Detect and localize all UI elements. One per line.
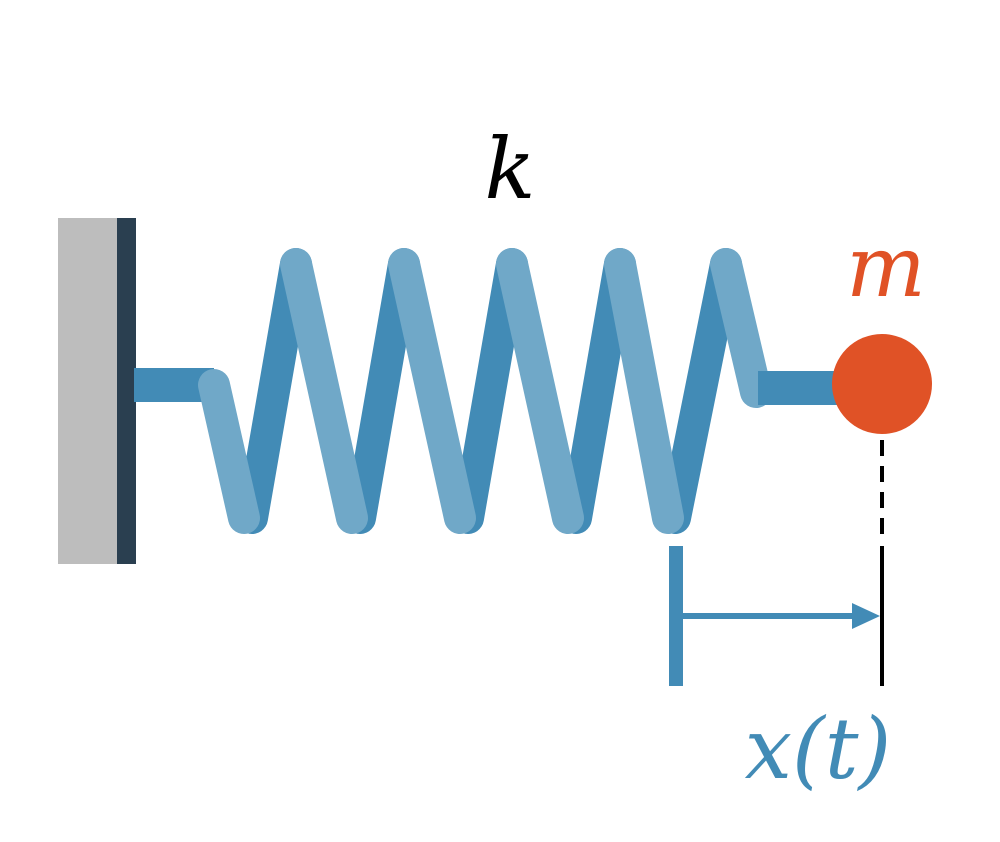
spring-back-coil-5: [659, 248, 742, 534]
displacement-label: x(t): [745, 700, 892, 798]
spring-front-coil-4: [496, 248, 584, 534]
spring-front-coil-3: [388, 248, 476, 534]
mass-ball: [832, 334, 932, 434]
spring-back-coil-1: [236, 248, 312, 534]
spring-back-coil-3: [452, 248, 528, 534]
displacement-arrow-head: [852, 603, 880, 629]
wall-edge: [117, 218, 136, 564]
mass-label: m: [846, 218, 926, 316]
spring-front-coil-1: [198, 369, 260, 534]
spring-constant-label: k: [485, 120, 536, 218]
spring-back-coils: [236, 248, 742, 534]
spring-front-coils: [198, 248, 772, 534]
spring-front-coil-5: [604, 248, 684, 534]
spring-front-coil-2: [280, 248, 368, 534]
spring-front-coil-6: [710, 248, 772, 408]
spring-back-coil-2: [344, 248, 420, 534]
wall: [58, 218, 120, 564]
